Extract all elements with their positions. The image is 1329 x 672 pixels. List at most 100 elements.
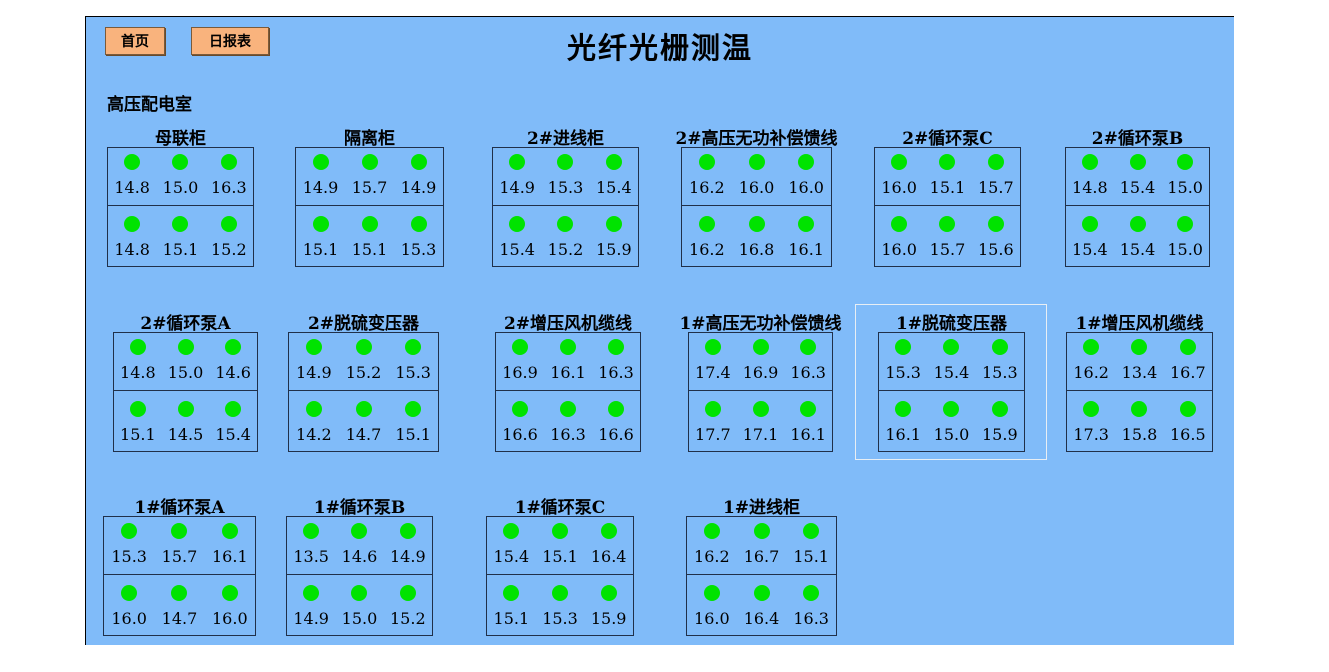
green-status-dot-icon — [303, 523, 320, 539]
daily-report-button[interactable]: 日报表 — [191, 27, 269, 55]
sensor-cell: 15.2 — [384, 579, 432, 637]
sensor-cell: 16.0 — [104, 579, 154, 637]
sensor-cell: 13.5 — [287, 517, 335, 575]
temperature-value: 16.2 — [694, 547, 730, 566]
sensor-cell: 16.0 — [687, 579, 737, 637]
green-status-dot-icon — [405, 339, 422, 355]
sensor-cell: 15.4 — [1114, 148, 1162, 206]
temperature-value: 16.8 — [738, 240, 775, 259]
sensor-cell: 17.4 — [689, 333, 737, 391]
temperature-value: 15.0 — [341, 609, 378, 628]
sensor-cell: 14.9 — [296, 148, 345, 206]
green-status-dot-icon — [752, 339, 769, 355]
green-status-dot-icon — [605, 154, 622, 170]
home-button[interactable]: 首页 — [105, 27, 165, 55]
temperature-value: 15.1 — [395, 425, 431, 444]
sensor-cell: 16.5 — [1164, 395, 1212, 453]
temperature-value: 16.0 — [738, 178, 775, 197]
temperature-value: 15.0 — [933, 425, 970, 444]
temperature-value: 15.1 — [120, 425, 156, 444]
sensor-cell: 16.3 — [784, 333, 832, 391]
temperature-value: 14.6 — [215, 363, 251, 382]
sensor-cell: 14.9 — [289, 333, 339, 391]
sensor-cell: 15.3 — [879, 333, 927, 391]
green-status-dot-icon — [803, 523, 820, 539]
green-status-dot-icon — [312, 154, 329, 170]
temperature-value: 15.4 — [933, 363, 970, 382]
green-status-dot-icon — [798, 154, 815, 170]
green-status-dot-icon — [552, 585, 568, 601]
sensor-cell: 15.1 — [536, 517, 585, 575]
row-divider — [689, 390, 832, 391]
sensor-cell: 14.9 — [394, 148, 443, 206]
green-status-dot-icon — [220, 216, 237, 232]
green-status-dot-icon — [560, 339, 576, 355]
green-status-dot-icon — [1179, 401, 1196, 417]
sensor-cell: 16.2 — [682, 148, 732, 206]
sensor-cell: 15.2 — [205, 210, 253, 268]
temperature-value: 16.0 — [881, 240, 917, 259]
temperature-value: 16.9 — [742, 363, 779, 382]
sensor-cell: 16.9 — [496, 333, 544, 391]
sensor-cell: 15.0 — [927, 395, 975, 453]
row-divider — [104, 574, 255, 575]
sensor-cell: 14.9 — [384, 517, 432, 575]
temperature-value: 14.5 — [167, 425, 204, 444]
row-divider — [1067, 390, 1212, 391]
row-divider — [879, 390, 1024, 391]
temperature-value: 15.4 — [1119, 178, 1156, 197]
device-name: 隔离柜 — [344, 129, 395, 149]
temperature-value: 15.9 — [596, 240, 632, 259]
sensor-cell: 15.4 — [209, 395, 257, 453]
temperature-value: 15.2 — [345, 363, 382, 382]
row-divider — [289, 390, 438, 391]
green-status-dot-icon — [225, 401, 242, 417]
green-status-dot-icon — [800, 401, 817, 417]
green-status-dot-icon — [748, 216, 765, 232]
temperature-value: 14.2 — [296, 425, 332, 444]
device-name: 1#脱硫变压器 — [895, 314, 1008, 334]
green-status-dot-icon — [939, 154, 956, 170]
temperature-value: 17.4 — [695, 363, 731, 382]
green-status-dot-icon — [172, 154, 189, 170]
sensor-cell: 16.4 — [584, 517, 633, 575]
green-status-dot-icon — [600, 585, 617, 601]
green-status-dot-icon — [753, 585, 770, 601]
temperature-value: 15.7 — [929, 240, 966, 259]
temperature-value: 15.3 — [547, 178, 584, 197]
temperature-value: 14.7 — [345, 425, 382, 444]
sensor-cell: 15.1 — [388, 395, 438, 453]
sensor-cell: 16.7 — [737, 517, 787, 575]
sensor-cell: 14.5 — [162, 395, 210, 453]
sensor-cell: 16.3 — [544, 395, 592, 453]
row-divider — [108, 205, 253, 206]
row-divider — [296, 205, 443, 206]
temperature-value: 16.2 — [689, 240, 725, 259]
green-status-dot-icon — [355, 339, 372, 355]
temperature-value: 15.7 — [161, 547, 198, 566]
temperature-value: 15.1 — [493, 609, 530, 628]
